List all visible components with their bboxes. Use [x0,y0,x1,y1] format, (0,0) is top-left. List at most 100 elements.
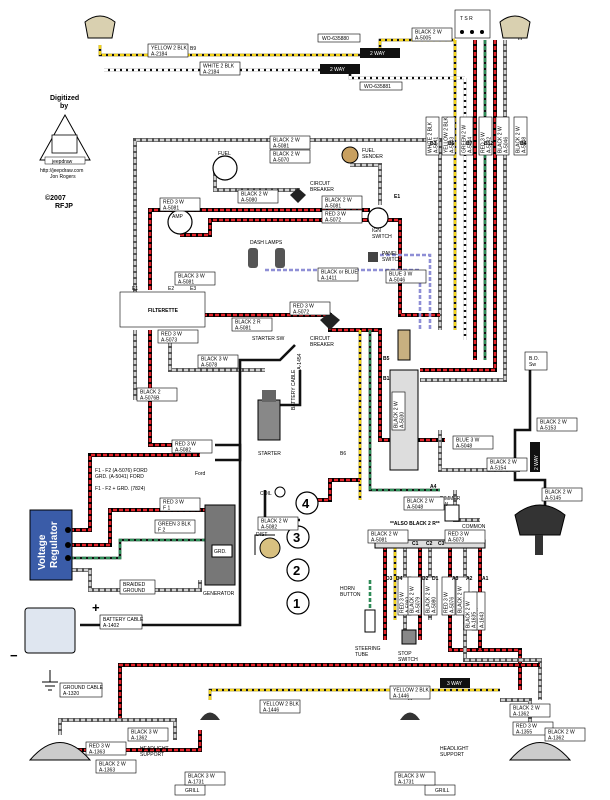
svg-text:FILTERETTE: FILTERETTE [148,308,179,314]
terminal-label: B4 [520,141,527,147]
plug-1: 1 [293,596,300,611]
voltage-regulator: Voltage Regulator [29,509,73,581]
jeepdraw-url[interactable]: http://jeepdraw.com [40,168,83,174]
svg-text:GRILL: GRILL [185,788,200,794]
terminal-label: B12 [484,141,493,147]
headlamp-icon [84,15,116,39]
terminal-label: A1 [482,576,489,582]
battery-icon [24,607,76,654]
vertical-wire-label: RED 3 WA-5076 [441,576,456,616]
svg-text:Regulator: Regulator [49,521,60,568]
vertical-wire-label: WHITE 2 BLKA-5041 [425,116,440,156]
dimmer-switch: DIMMERSW COMMON [440,496,486,530]
grill-right: GRILL [424,784,456,796]
light-switch-icon [397,329,411,361]
vertical-wire-label: GREEN 2 WA-5044 [459,116,474,156]
b6-label: B6 [340,451,346,457]
svg-text:E1: E1 [132,286,138,292]
wo-label-second: WO-635881 [359,81,403,91]
headlamp-icon [499,15,531,39]
terminal-label: D1 [432,576,439,582]
svg-text:Ford: Ford [195,471,206,477]
terminal-label: C2 [426,541,433,547]
circuit-breaker-icon [320,312,340,330]
svg-text:GROUND CABLEA-1320: GROUND CABLEA-1320 [63,685,104,697]
vertical-wire-label-text: RED 3 WA-5042 [481,132,493,153]
svg-text:Voltage: Voltage [37,534,48,570]
vertical-wire-label-text: WHITE 2 BLKA-5041 [428,121,440,153]
svg-text:GRD.: GRD. [214,549,227,555]
horn-icon [514,504,566,536]
parking-lamp-left [200,712,220,720]
circuit-breaker-icon [290,188,306,203]
svg-text:2 WAY: 2 WAY [370,51,386,57]
terminal-label: D2 [422,576,429,582]
lamp-icon [275,248,285,268]
svg-text:3 WAY: 3 WAY [447,681,463,687]
svg-text:STARTER: STARTER [258,451,281,457]
svg-text:E2: E2 [168,286,174,292]
terminal-label: C3 [438,541,445,547]
svg-text:WO-635880: WO-635880 [322,36,349,42]
vertical-wire-label-text: BLACK 2 WA-5080 [426,586,438,613]
lamp-icon [400,712,420,720]
terminal-label: B3 [430,141,437,147]
vertical-wire-label: YELLOW 2 BLKA-5043 [441,116,456,156]
terminal-label: B1 [383,376,390,382]
branding-block: Digitized by jeepdraw http://jeepdraw.co… [39,95,91,210]
svg-text:2 WAY: 2 WAY [330,67,346,73]
spark-plugs: 4 3 2 1 [286,491,319,615]
vertical-wire-label-text: RED 3 WA-5076 [444,592,456,613]
logo-caption: jeepdraw [51,159,73,165]
svg-text:GENERATOR: GENERATOR [203,591,235,597]
tsr-label: T S R [460,16,473,22]
svg-text:BATTERY CABLEA-1402: BATTERY CABLEA-1402 [103,617,144,629]
terminal-label: A4 [430,484,437,490]
wo-label-top: WO-635880 [317,33,361,43]
filterette: FILTERETTE E1 E2 E3 [119,286,206,328]
ignition-icon [367,207,389,229]
svg-text:GRILL: GRILL [435,788,450,794]
